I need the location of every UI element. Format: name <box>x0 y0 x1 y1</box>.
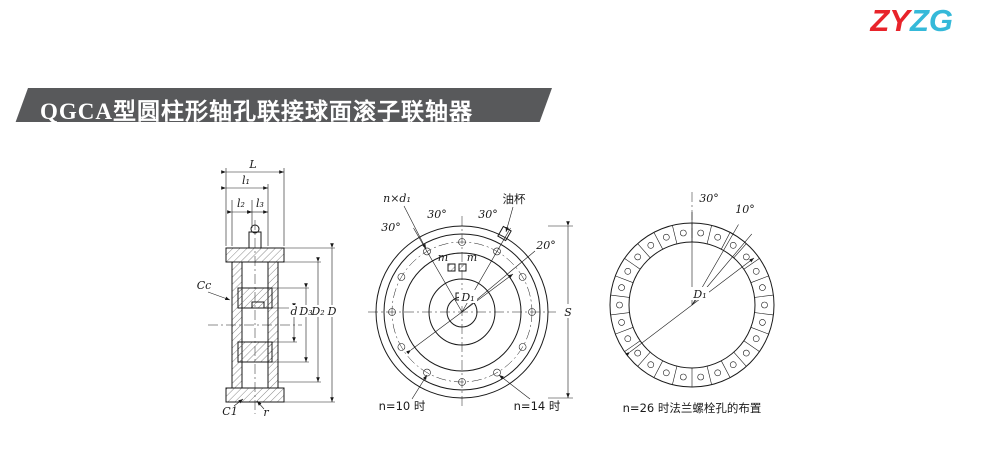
angle-30-left: 30° <box>381 221 401 234</box>
caption-n10: n=10 时 <box>379 399 426 413</box>
dim-Cc: Cc <box>197 279 212 292</box>
angle-30-top-left: 30° <box>427 208 447 221</box>
dim-l2: l₂ <box>237 197 245 210</box>
logo: ZYZG <box>870 5 953 36</box>
angle-30-right-view: 30° <box>699 192 719 205</box>
dim-r: r <box>263 406 269 419</box>
angle-10-right-view: 10° <box>735 203 755 216</box>
dim-l3: l₃ <box>256 197 264 210</box>
bolt-holes <box>388 238 536 386</box>
bolt-arrangement-drawing: 30° 10° D₁ n=26 时法兰螺栓孔的布置 <box>609 192 775 415</box>
label-D1-front: D₁ <box>460 291 474 304</box>
dim-D3: D₃ <box>298 305 312 318</box>
dim-C1: C1 <box>222 405 237 418</box>
label-D1-bolt: D₁ <box>692 288 706 301</box>
logo-zy: ZY <box>870 3 910 38</box>
caption-n26: n=26 时法兰螺栓孔的布置 <box>623 401 762 415</box>
angle-30-top-right: 30° <box>478 208 498 221</box>
label-oil-cup: 油杯 <box>503 192 526 206</box>
dim-D2: D₂ <box>310 305 324 318</box>
front-view-annotations: 30° 30° 30° 20° n×d₁ 油杯 m m D₁ S n=10 时 … <box>379 192 574 413</box>
label-S: S <box>564 306 572 319</box>
drawings-area: L l₁ l₂ l₃ Cc <box>0 145 1003 444</box>
title-banner: QGCA型圆柱形轴孔联接球面滚子联轴器 <box>15 88 553 124</box>
bolt-view-annotations: 30° 10° D₁ n=26 时法兰螺栓孔的布置 <box>623 192 762 415</box>
dim-D: D <box>327 305 337 318</box>
dim-d: d <box>290 305 297 318</box>
side-view-dimensions: L l₁ l₂ l₃ Cc <box>197 158 337 419</box>
label-m-right: m <box>467 251 477 264</box>
coupling-section <box>225 247 285 403</box>
dim-L: L <box>248 158 256 171</box>
front-view-drawing: 30° 30° 30° 20° n×d₁ 油杯 m m D₁ S n=10 时 … <box>368 192 574 413</box>
caption-n14: n=14 时 <box>514 399 561 413</box>
page-title: QGCA型圆柱形轴孔联接球面滚子联轴器 <box>40 99 473 124</box>
label-m-left: m <box>438 251 448 264</box>
side-view-drawing: L l₁ l₂ l₃ Cc <box>197 158 337 419</box>
angle-20: 20° <box>535 239 556 252</box>
dim-l1: l₁ <box>242 174 250 187</box>
drawings-svg: L l₁ l₂ l₃ Cc <box>197 158 775 419</box>
logo-zg: ZG <box>909 3 953 38</box>
oil-cup-front-icon <box>497 225 512 242</box>
label-n-d1: n×d₁ <box>383 192 411 205</box>
